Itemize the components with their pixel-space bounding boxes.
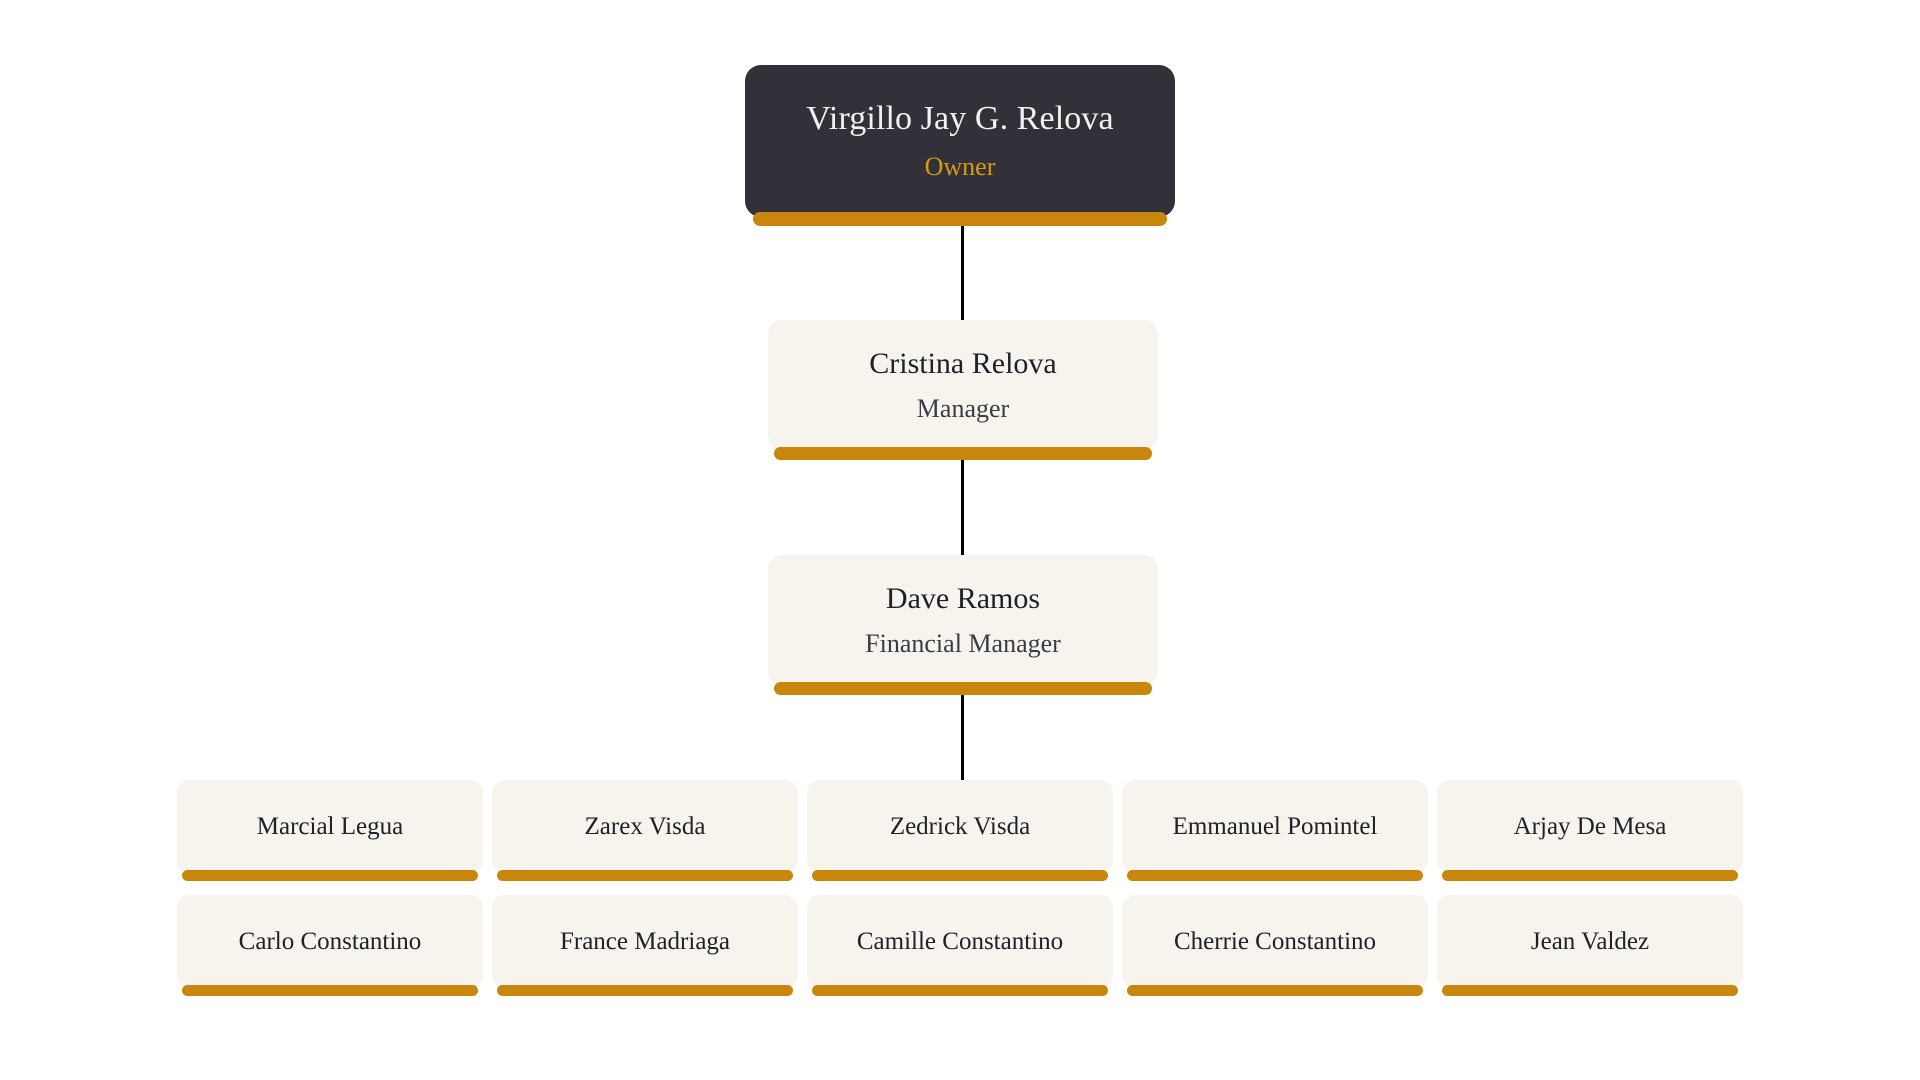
node-owner-title: Owner xyxy=(924,152,996,182)
node-owner-name: Virgillo Jay G. Relova xyxy=(806,100,1114,138)
node-staff-zarex-visda[interactable]: Zarex Visda xyxy=(492,780,798,881)
node-financial-manager-accent-bar xyxy=(774,682,1152,695)
node-manager-body[interactable]: Cristina Relova Manager xyxy=(768,320,1158,460)
node-owner-accent-bar xyxy=(753,212,1167,226)
node-financial-manager-name: Dave Ramos xyxy=(885,581,1041,615)
node-owner-body[interactable]: Virgillo Jay G. Relova Owner xyxy=(745,65,1175,226)
node-staff-name: Camille Constantino xyxy=(856,927,1064,955)
node-staff-accent-bar xyxy=(812,870,1108,881)
node-staff-name: Zarex Visda xyxy=(584,812,706,840)
node-staff-jean-valdez[interactable]: Jean Valdez xyxy=(1437,895,1743,996)
node-staff-body[interactable]: Camille Constantino xyxy=(807,895,1113,996)
node-staff-accent-bar xyxy=(1127,870,1423,881)
node-manager-title: Manager xyxy=(916,394,1010,424)
node-manager-name: Cristina Relova xyxy=(869,346,1057,380)
node-staff-body[interactable]: France Madriaga xyxy=(492,895,798,996)
node-manager-accent-bar xyxy=(774,447,1152,460)
node-staff-name: Zedrick Visda xyxy=(889,812,1031,840)
node-staff-emmanuel-pomintel[interactable]: Emmanuel Pomintel xyxy=(1122,780,1428,881)
connector-owner-to-manager xyxy=(961,217,964,322)
node-staff-name: Arjay De Mesa xyxy=(1513,812,1667,840)
node-staff-name: Carlo Constantino xyxy=(238,927,422,955)
node-staff-marcial-legua[interactable]: Marcial Legua xyxy=(177,780,483,881)
node-staff-france-madriaga[interactable]: France Madriaga xyxy=(492,895,798,996)
node-staff-body[interactable]: Marcial Legua xyxy=(177,780,483,881)
node-staff-accent-bar xyxy=(812,985,1108,996)
node-owner[interactable]: Virgillo Jay G. Relova Owner xyxy=(745,65,1175,226)
node-staff-zedrick-visda[interactable]: Zedrick Visda xyxy=(807,780,1113,881)
node-financial-manager[interactable]: Dave Ramos Financial Manager xyxy=(768,555,1158,695)
node-staff-name: Marcial Legua xyxy=(256,812,404,840)
node-staff-body[interactable]: Emmanuel Pomintel xyxy=(1122,780,1428,881)
node-staff-camille-constantino[interactable]: Camille Constantino xyxy=(807,895,1113,996)
connector-financial-manager-to-staff xyxy=(961,692,964,782)
node-staff-body[interactable]: Carlo Constantino xyxy=(177,895,483,996)
node-staff-body[interactable]: Zedrick Visda xyxy=(807,780,1113,881)
node-staff-body[interactable]: Arjay De Mesa xyxy=(1437,780,1743,881)
connector-manager-to-financial-manager xyxy=(961,457,964,555)
node-staff-body[interactable]: Cherrie Constantino xyxy=(1122,895,1428,996)
node-staff-accent-bar xyxy=(182,985,478,996)
node-staff-name: France Madriaga xyxy=(559,927,731,955)
node-staff-name: Jean Valdez xyxy=(1530,927,1650,955)
node-staff-name: Emmanuel Pomintel xyxy=(1172,812,1378,840)
node-staff-cherrie-constantino[interactable]: Cherrie Constantino xyxy=(1122,895,1428,996)
node-staff-body[interactable]: Zarex Visda xyxy=(492,780,798,881)
node-staff-accent-bar xyxy=(497,985,793,996)
node-staff-accent-bar xyxy=(182,870,478,881)
node-staff-body[interactable]: Jean Valdez xyxy=(1437,895,1743,996)
node-staff-accent-bar xyxy=(1127,985,1423,996)
node-financial-manager-body[interactable]: Dave Ramos Financial Manager xyxy=(768,555,1158,695)
node-staff-accent-bar xyxy=(497,870,793,881)
node-staff-accent-bar xyxy=(1442,985,1738,996)
node-staff-arjay-de-mesa[interactable]: Arjay De Mesa xyxy=(1437,780,1743,881)
node-staff-name: Cherrie Constantino xyxy=(1173,927,1377,955)
node-financial-manager-title: Financial Manager xyxy=(865,629,1061,659)
node-staff-accent-bar xyxy=(1442,870,1738,881)
node-staff-carlo-constantino[interactable]: Carlo Constantino xyxy=(177,895,483,996)
node-manager[interactable]: Cristina Relova Manager xyxy=(768,320,1158,460)
